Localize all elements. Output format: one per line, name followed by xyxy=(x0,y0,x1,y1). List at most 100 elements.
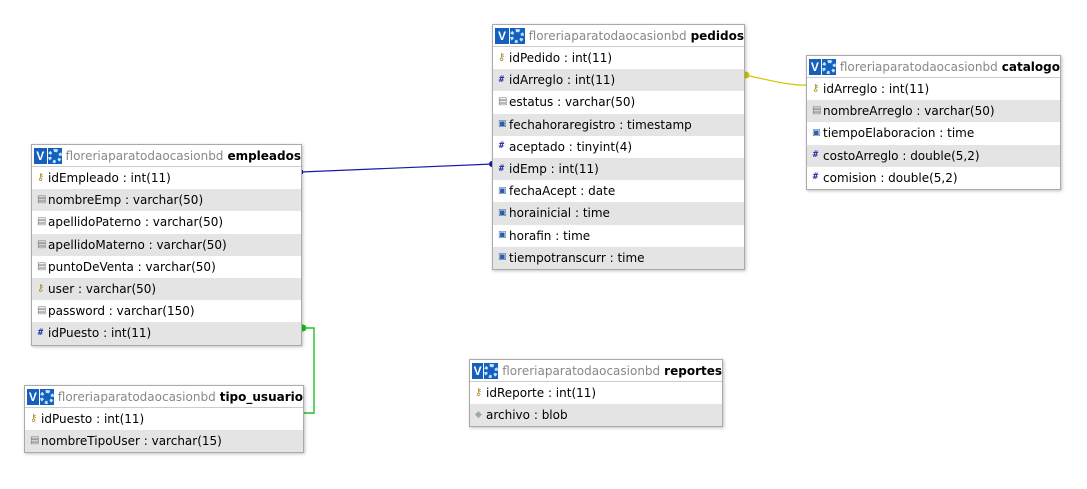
column-type: int(11) xyxy=(571,51,613,66)
column-separator: : xyxy=(139,434,152,449)
column-type: double(5,2) xyxy=(910,148,980,163)
column-row[interactable]: ▤nombreArreglo : varchar(50) xyxy=(807,100,1060,123)
column-row[interactable]: ▣fechahoraregistro : timestamp xyxy=(493,113,744,136)
column-row[interactable]: #comision : double(5,2) xyxy=(807,167,1060,189)
column-separator: : xyxy=(876,170,889,185)
column-separator: : xyxy=(615,117,628,132)
column-name: tiempoElaboracion xyxy=(823,126,936,141)
column-row[interactable]: #costoArreglo : double(5,2) xyxy=(807,144,1060,167)
toggle-button[interactable]: V xyxy=(34,147,47,164)
column-row[interactable]: ⚷idPedido : int(11) xyxy=(493,47,744,69)
column-row[interactable]: #idArreglo : int(11) xyxy=(493,69,744,92)
column-name: costoArreglo xyxy=(823,148,899,163)
toggle-button[interactable]: V xyxy=(27,388,39,405)
column-name: comision xyxy=(823,170,877,185)
column-row[interactable]: ◆archivo : blob xyxy=(470,404,722,427)
column-name: fechahoraregistro xyxy=(509,117,616,132)
column-row[interactable]: ▣fechaAcept : date xyxy=(493,180,744,202)
toggle-button[interactable]: V xyxy=(495,27,509,44)
table-name: catalogo xyxy=(1001,59,1060,74)
column-name: nombreArreglo xyxy=(823,104,913,119)
column-name: nombreTipoUser xyxy=(41,434,140,449)
options-button[interactable] xyxy=(509,27,525,44)
primary-key-icon: ⚷ xyxy=(812,83,820,95)
relation-line-pedidos-catalogo xyxy=(743,74,809,86)
column-type: time xyxy=(563,228,591,243)
column-row[interactable]: ⚷idPuesto : int(11) xyxy=(25,408,303,430)
column-row[interactable]: #aceptado : tinyint(4) xyxy=(493,136,744,158)
text-icon: ▤ xyxy=(37,260,47,272)
database-name: floreriaparatodaocasionbd xyxy=(502,363,661,378)
text-icon: ▤ xyxy=(37,305,47,317)
column-type: varchar(15) xyxy=(151,434,222,449)
column-name: apellidoPaterno xyxy=(48,215,142,230)
number-icon: # xyxy=(498,141,505,152)
column-separator: : xyxy=(551,228,564,243)
column-type: varchar(50) xyxy=(152,215,224,230)
column-row[interactable]: ▣tiempoElaboracion : time xyxy=(807,122,1060,144)
text-icon: ▤ xyxy=(30,435,40,447)
column-row[interactable]: ▤apellidoMaterno : varchar(50) xyxy=(32,233,301,256)
column-row[interactable]: ▤nombreEmp : varchar(50) xyxy=(32,189,301,212)
column-name: idPedido xyxy=(509,51,561,66)
column-row[interactable]: ▤puntoDeVenta : varchar(50) xyxy=(32,256,301,278)
column-name: fechaAcept xyxy=(509,184,577,199)
number-icon: # xyxy=(812,172,819,183)
column-separator: : xyxy=(92,412,104,427)
options-button[interactable] xyxy=(47,147,62,164)
relation-line-empleados-pedidos xyxy=(300,163,494,173)
column-type: varchar(50) xyxy=(924,104,995,119)
column-row[interactable]: ▣horainicial : time xyxy=(493,202,744,225)
column-row[interactable]: ▣horafin : time xyxy=(493,225,744,247)
options-button[interactable] xyxy=(484,362,499,379)
table-name: pedidos xyxy=(690,28,744,43)
options-button[interactable] xyxy=(821,58,836,75)
column-type: date xyxy=(588,184,616,199)
column-separator: : xyxy=(877,82,889,97)
text-icon: ▤ xyxy=(37,194,47,206)
column-separator: : xyxy=(118,171,131,186)
column-row[interactable]: ⚷idReporte : int(11) xyxy=(470,382,722,404)
column-row[interactable]: ▤estatus : varchar(50) xyxy=(493,91,744,113)
column-separator: : xyxy=(563,73,575,88)
gear-icon xyxy=(47,148,62,163)
column-row[interactable]: #idPuesto : int(11) xyxy=(32,322,301,345)
primary-key-icon: ⚷ xyxy=(37,172,45,184)
column-separator: : xyxy=(121,193,133,208)
primary-key-icon: ⚷ xyxy=(475,387,483,399)
column-row[interactable]: ▤nombreTipoUser : varchar(15) xyxy=(25,430,303,453)
column-name: apellidoMaterno xyxy=(48,237,145,252)
options-button[interactable] xyxy=(39,388,54,405)
column-row[interactable]: ⚷idArreglo : int(11) xyxy=(807,78,1060,100)
gear-icon xyxy=(510,28,525,43)
column-name: archivo xyxy=(486,408,531,423)
column-row[interactable]: ▤password : varchar(150) xyxy=(32,300,301,322)
column-row[interactable]: ⚷idEmpleado : int(11) xyxy=(32,167,301,189)
toggle-button[interactable]: V xyxy=(809,58,821,75)
blob-icon: ◆ xyxy=(475,409,482,420)
column-row[interactable]: #idEmp : int(11) xyxy=(493,157,744,181)
number-icon: # xyxy=(812,150,819,161)
column-separator: : xyxy=(141,215,153,230)
column-name: password xyxy=(48,304,105,319)
column-row[interactable]: ▤apellidoPaterno : varchar(50) xyxy=(32,211,301,233)
primary-key-icon: ⚷ xyxy=(30,413,38,425)
column-name: horafin xyxy=(509,228,552,243)
column-row[interactable]: ▣tiempotranscurr : time xyxy=(493,246,744,269)
column-name: idArreglo xyxy=(509,73,564,88)
toggle-button[interactable]: V xyxy=(472,362,484,379)
gear-icon xyxy=(821,59,836,74)
column-type: varchar(50) xyxy=(85,282,157,297)
column-row[interactable]: ⚷user : varchar(50) xyxy=(32,277,301,301)
column-separator: : xyxy=(99,326,111,341)
column-separator: : xyxy=(544,386,556,401)
column-type: varchar(150) xyxy=(116,304,195,319)
